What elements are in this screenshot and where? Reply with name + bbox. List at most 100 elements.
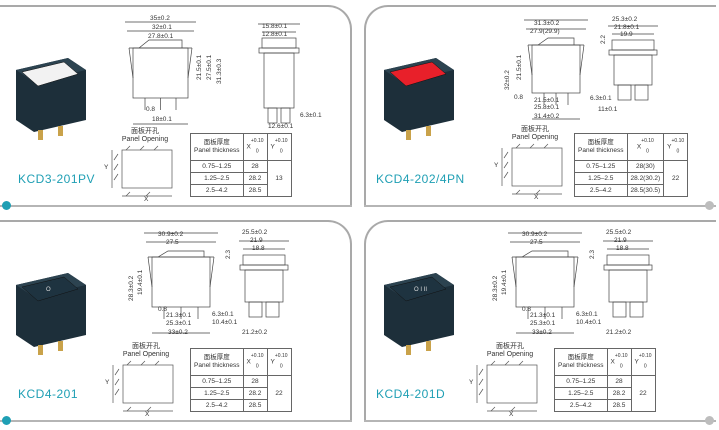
y_label: Y <box>634 358 639 366</box>
tol-upper: +0.10 <box>274 353 288 360</box>
dimension-label: 27.5 <box>166 239 179 246</box>
dimension-label: 32±0.2 <box>504 70 511 90</box>
tolerance: +0.10 0 <box>275 139 288 154</box>
panel-frame <box>364 220 716 422</box>
svg-text:O: O <box>46 287 51 293</box>
dimension-label: 35±0.2 <box>150 15 170 22</box>
x-cell: 28.5(30.5) <box>626 184 665 197</box>
model-name: KCD4-202/4PN <box>376 172 465 186</box>
tol-lower: 0 <box>255 363 259 370</box>
thickness-cell: 1.25–2.5 <box>190 387 244 400</box>
x_label: X <box>610 358 615 366</box>
dimension-label: 30.9±0.2 <box>522 231 548 238</box>
opening-cn: 面板开孔 <box>132 343 160 350</box>
y-cell: 13 <box>266 160 292 197</box>
dimension-label: 2.2 <box>600 34 607 44</box>
model-name: KCD3-201PV <box>18 172 96 186</box>
header-y_label: Y+0.10 0 <box>266 133 292 161</box>
dimension-label: 19.4±0.1 <box>501 269 508 295</box>
dimension-label: 25.5±0.2 <box>242 229 268 236</box>
technical-drawing: O <box>16 232 289 412</box>
dimension-label: 25.3±0.2 <box>612 16 638 23</box>
tol-upper: +0.10 <box>274 138 288 145</box>
model-name: KCD4-201 <box>18 387 79 401</box>
axis-y-label: Y <box>105 379 110 386</box>
panel-dot-marker <box>2 416 11 425</box>
tolerance: +0.10 0 <box>251 139 264 154</box>
dimension-label: 21.2±0.2 <box>606 329 632 336</box>
dimension-label: 0.8 <box>514 94 524 101</box>
thick-cn: 面板厚度 <box>203 139 230 146</box>
opening-en: Panel Opening <box>511 134 559 141</box>
dimension-label: 28.3±0.2 <box>128 275 135 301</box>
dimension-label: 21.8±0.1 <box>614 24 640 31</box>
thick-en: Panel thickness <box>578 147 624 154</box>
y_label: Y <box>270 143 275 151</box>
dimension-label: 27.9(29.9) <box>530 28 560 35</box>
x-cell: 28.2(30.2) <box>626 172 665 185</box>
dimension-label: 21.9 <box>250 237 263 244</box>
product-photo <box>384 58 454 140</box>
y-cell: 22 <box>663 160 689 197</box>
dimension-label: 31.3±0.3 <box>216 58 223 84</box>
technical-drawing <box>16 21 300 197</box>
y-cell: 22 <box>630 375 656 412</box>
tol-upper: +0.10 <box>614 353 628 360</box>
dimension-label: 25.3±0.1 <box>166 320 192 327</box>
front-view <box>524 19 588 120</box>
panel-baseline <box>364 420 716 422</box>
side-view <box>603 240 653 318</box>
thick-cn: 面板厚度 <box>203 354 230 361</box>
model-name: KCD4-201D <box>376 387 446 401</box>
dimension-label: 10.4±0.1 <box>212 319 238 326</box>
tol-lower: 0 <box>676 148 680 155</box>
opening-en: Panel Opening <box>486 351 534 358</box>
y_label: Y <box>667 143 672 151</box>
tol-lower: 0 <box>279 148 283 155</box>
dimension-label: 31.4±0.2 <box>534 113 560 120</box>
dimension-label: 27.5±0.1 <box>206 54 213 80</box>
tol-lower: 0 <box>646 148 649 155</box>
tol-lower: 0 <box>255 148 259 155</box>
tol-upper: +0.10 <box>250 138 264 145</box>
dimension-label: 6.3±0.1 <box>300 112 322 119</box>
dimension-label: 33±0.2 <box>532 329 552 336</box>
dimension-label: 21.3±0.1 <box>166 312 192 319</box>
dimension-label: 33±0.2 <box>168 329 188 336</box>
dimension-label: 0.8 <box>146 106 156 113</box>
y_label: Y <box>270 358 275 366</box>
technical-drawing: O I II <box>384 232 653 412</box>
panel-baseline <box>0 420 352 422</box>
thickness-cell: 0.75–1.25 <box>190 375 244 388</box>
y-cell: 22 <box>266 375 292 412</box>
dimension-label: 2.3 <box>225 249 232 259</box>
dimension-label: 27.5 <box>530 239 543 246</box>
axis-y-label: Y <box>104 164 109 171</box>
dimension-label: 28.3±0.2 <box>492 275 499 301</box>
x-cell: 28.2 <box>606 387 632 400</box>
product-photo <box>16 58 86 140</box>
dimension-label: 27.8±0.1 <box>148 33 174 40</box>
dimension-label: 12.8±0.1 <box>262 31 288 38</box>
